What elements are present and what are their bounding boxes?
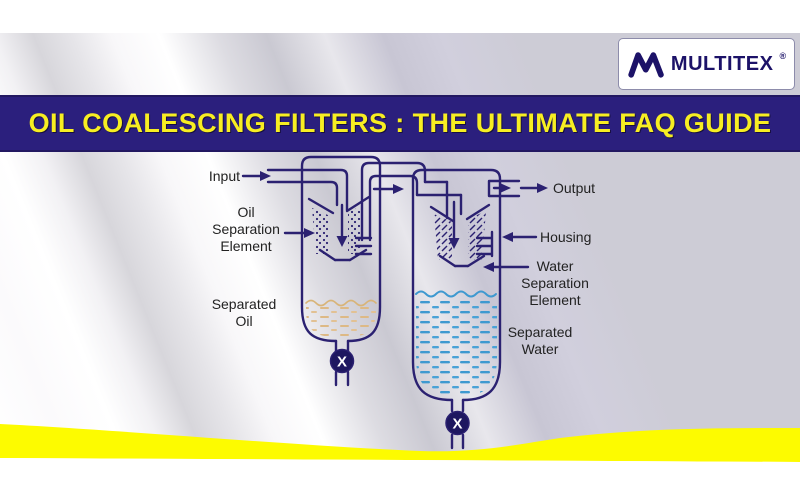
oil-surface-wave [305,299,377,307]
output-inner-arrowhead [501,183,511,193]
multitex-logo: MULTITEX ® [618,38,795,90]
label-oil-separation-element: Oil Separation Element [212,204,280,254]
top-white-strip [0,0,800,33]
element-top-left [307,197,335,215]
multitex-m-icon [628,52,664,78]
drain-outlet [450,433,465,450]
element-top-left [429,205,455,223]
valve-symbol: X [452,416,462,433]
title-banner: OIL COALESCING FILTERS : THE ULTIMATE FA… [0,95,800,152]
element-bottom-left [318,248,337,262]
oil-element-arrowhead [304,228,315,238]
element-top-right [345,195,371,213]
riser-transfer-pipe-outer [360,161,427,242]
water-element-arrowhead [483,262,494,272]
separated-water-fill [416,300,497,396]
vessel-shell [411,168,502,402]
label-input: Input [208,168,240,184]
element-dot-band-right [348,205,364,254]
element-dot-band-left [312,208,330,254]
label-water-separation-element: Water Separation Element [521,258,589,308]
oil-filter-vessel [266,155,463,387]
logo-brand-text: MULTITEX [670,53,774,75]
water-surface-wave [415,290,497,298]
drain-stub [334,339,350,353]
label-separated-oil: Separated Oil [211,296,277,329]
label-housing: Housing [540,229,592,245]
vessel-shell [300,155,382,343]
input-pipe [266,168,349,212]
element-hatch-band-right [468,211,486,260]
label-separated-water: Separated Water [507,324,573,357]
riser-transfer-pipe-inner [368,174,419,242]
drain-outlet [334,370,350,387]
element-outlet-rungs [354,236,373,256]
label-arrows [241,171,548,272]
label-output: Output [553,180,596,196]
element-bottom-right [466,254,486,268]
crossover-arrowhead [393,184,404,194]
page-title: OIL COALESCING FILTERS : THE ULTIMATE FA… [28,108,772,138]
element-outlet-rungs [475,230,494,258]
separated-oil-fill [306,306,376,337]
drain-stub [450,398,465,413]
valve-symbol: X [337,354,347,371]
housing-arrowhead [502,232,513,242]
yellow-wave-band [0,424,800,462]
flow-down-arrowhead [336,236,348,247]
element-hatch-band-left [434,214,452,260]
output-arrowhead [537,183,548,193]
input-arrowhead [260,171,271,181]
element-top-right [465,203,491,221]
drain-valve [329,348,355,374]
bottom-white-area [0,458,800,500]
input-pipe-lower [266,180,339,207]
registered-trademark-icon: ® [779,51,787,61]
drain-valve [445,410,470,436]
element-bottom-left [438,254,457,268]
water-filter-vessel [411,168,521,450]
output-pipe [487,179,521,198]
